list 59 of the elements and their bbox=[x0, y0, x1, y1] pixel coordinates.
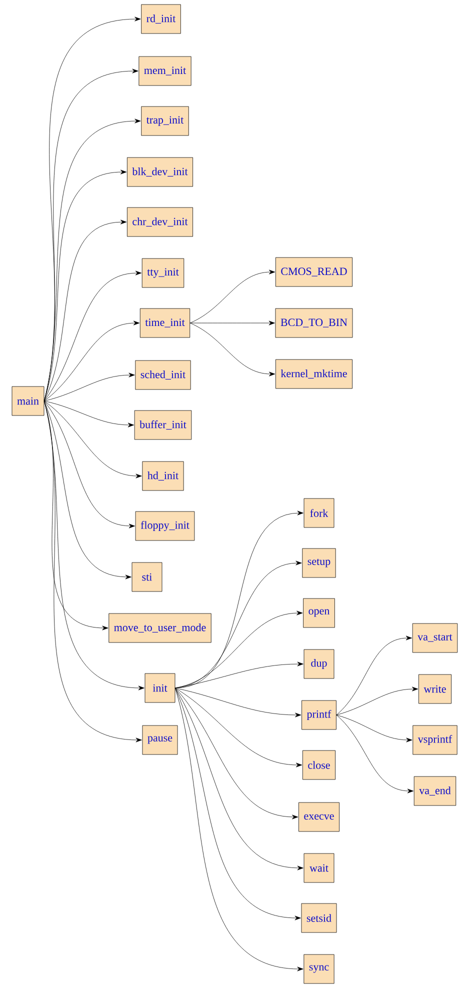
function-box: move_to_user_mode bbox=[108, 613, 212, 643]
function-box: time_init bbox=[140, 308, 190, 338]
function-box: floppy_init bbox=[135, 511, 195, 541]
function-box: BCD_TO_BIN bbox=[275, 308, 353, 338]
function-box: buffer_init bbox=[134, 410, 192, 440]
function-box: tty_init bbox=[142, 258, 184, 288]
arrow bbox=[44, 400, 108, 630]
arrow bbox=[175, 688, 298, 820]
arrow bbox=[190, 320, 275, 326]
arrow bbox=[336, 714, 414, 794]
arrow bbox=[175, 688, 301, 920]
function-box: trap_init bbox=[141, 106, 189, 136]
arrow bbox=[336, 714, 412, 742]
function-box: init bbox=[144, 673, 176, 703]
function-box: va_end bbox=[414, 776, 456, 806]
function-box: sync bbox=[304, 954, 334, 984]
function-box: pause bbox=[142, 725, 178, 755]
function-box: dup bbox=[304, 649, 334, 679]
arrow bbox=[336, 686, 418, 716]
function-box: setsid bbox=[301, 903, 337, 933]
function-box: sti bbox=[132, 562, 162, 592]
arrow bbox=[44, 320, 140, 402]
function-box: vsprintf bbox=[412, 725, 458, 755]
function-box: CMOS_READ bbox=[275, 257, 352, 287]
arrow bbox=[44, 400, 134, 428]
function-box: wait bbox=[304, 853, 334, 883]
function-box: close bbox=[302, 750, 336, 780]
arrow bbox=[44, 400, 142, 742]
function-box: mem_init bbox=[138, 56, 192, 86]
function-box: sched_init bbox=[135, 360, 191, 390]
function-box: main bbox=[12, 386, 44, 416]
arrow bbox=[44, 400, 132, 580]
arrow bbox=[44, 372, 135, 402]
function-box: setup bbox=[302, 548, 336, 578]
function-box: blk_dev_init bbox=[127, 157, 193, 187]
function-box: va_start bbox=[412, 623, 458, 653]
arrow bbox=[175, 688, 302, 718]
arrow bbox=[175, 610, 303, 688]
function-box: open bbox=[303, 598, 335, 628]
arrow bbox=[190, 270, 276, 324]
arrow bbox=[44, 400, 135, 528]
function-box: hd_init bbox=[142, 461, 184, 491]
arrow bbox=[336, 636, 412, 716]
function-box: write bbox=[418, 674, 452, 704]
function-box: kernel_mktime bbox=[276, 359, 352, 389]
arrow bbox=[175, 688, 304, 972]
arrow bbox=[44, 270, 142, 402]
arrow bbox=[44, 220, 127, 402]
arrow bbox=[44, 170, 127, 402]
function-box: rd_init bbox=[141, 4, 181, 34]
arrow bbox=[175, 688, 304, 870]
arrow bbox=[175, 662, 304, 688]
function-box: execve bbox=[298, 802, 340, 832]
arrow bbox=[44, 400, 142, 478]
function-box: printf bbox=[302, 700, 336, 730]
function-box: chr_dev_init bbox=[127, 207, 193, 237]
arrow bbox=[190, 322, 276, 376]
arrow bbox=[175, 688, 302, 768]
function-box: fork bbox=[304, 498, 334, 528]
